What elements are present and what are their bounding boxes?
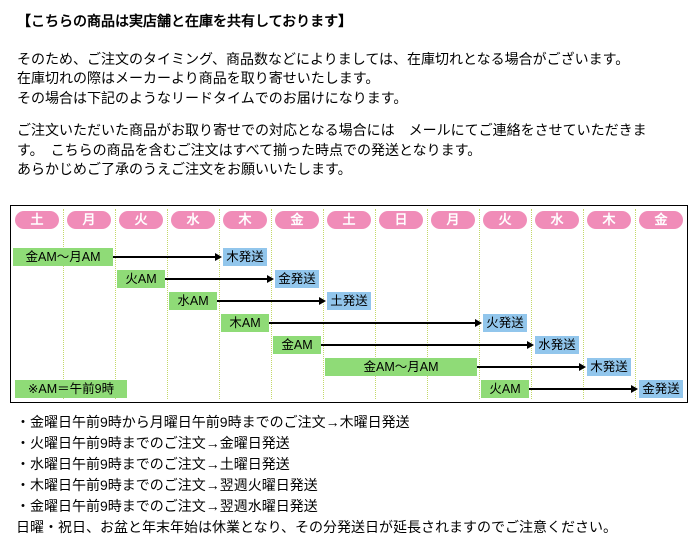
order-window-box: 金AM～月AM	[325, 358, 477, 376]
list-item: ・火曜日午前9時までのご注文→金曜日発送	[16, 435, 290, 451]
lead-time-list: ・金曜日午前9時から月曜日午前9時までのご注文→木曜日発送 ・火曜日午前9時まで…	[16, 412, 692, 538]
ship-day-box: 土発送	[327, 292, 371, 310]
day-header-pill: 金	[275, 211, 319, 229]
notice-line: そのため、ご注文のタイミング、商品数などによりましては、在庫切れとなる場合がござ…	[17, 50, 630, 67]
column-grid-line	[427, 209, 428, 399]
lead-time-arrow	[217, 297, 326, 304]
order-window-box: 水AM	[169, 292, 217, 310]
list-item: ・水曜日午前9時までのご注文→土曜日発送	[16, 456, 290, 472]
order-window-box: 火AM	[481, 380, 529, 398]
column-grid-line	[219, 209, 220, 399]
column-grid-line	[167, 209, 168, 399]
day-header-pill: 月	[67, 211, 111, 229]
ship-day-box: 木発送	[587, 358, 631, 376]
day-header-pill: 火	[483, 211, 527, 229]
lead-time-arrow	[165, 275, 274, 282]
ship-day-box: 金発送	[275, 270, 319, 288]
day-header-pill: 月	[431, 211, 475, 229]
day-header-pill: 金	[639, 211, 683, 229]
list-item: ・木曜日午前9時までのご注文→翌週火曜日発送	[16, 477, 318, 493]
order-window-box: 金AM～月AM	[13, 248, 113, 266]
column-grid-line	[115, 209, 116, 399]
lead-time-arrow	[529, 385, 638, 392]
notice-line: ご注文いただいた商品がお取り寄せでの対応となる場合には メールにてご連絡をさせて…	[17, 122, 647, 138]
column-grid-line	[635, 209, 636, 399]
day-header-pill: 木	[587, 211, 631, 229]
lead-time-arrow	[113, 253, 222, 260]
column-grid-line	[323, 209, 324, 399]
order-window-box: 火AM	[117, 270, 165, 288]
day-header-pill: 木	[223, 211, 267, 229]
notice-line: 在庫切れの際はメーカーより商品を取り寄せいたします。	[17, 70, 380, 86]
day-header-pill: 水	[171, 211, 215, 229]
notice-paragraph-1: そのため、ご注文のタイミング、商品数などによりましては、在庫切れとなる場合がござ…	[17, 50, 692, 109]
notice-line: その場合は下記のようなリードタイムでのお届けになります。	[17, 89, 408, 106]
notice-line: あらかじめご了承のうえご注文をお願いいたします。	[17, 161, 352, 177]
day-header-pill: 土	[327, 211, 371, 229]
notice-title: 【こちらの商品は実店舗と在庫を共有しております】	[17, 13, 353, 29]
notice-paragraph-2: ご注文いただいた商品がお取り寄せでの対応となる場合には メールにてご連絡をさせて…	[17, 121, 692, 180]
diagram-note: ※AM＝午前9時	[15, 380, 127, 398]
list-item: ・金曜日午前9時から月曜日午前9時までのご注文→木曜日発送	[16, 414, 410, 430]
notice-line: す。 こちらの商品を含むご注文はすべて揃った時点での発送となります。	[17, 141, 482, 158]
day-header-pill: 日	[379, 211, 423, 229]
column-grid-line	[375, 209, 376, 399]
column-grid-line	[63, 209, 64, 399]
notice-text-block: 【こちらの商品は実店舗と在庫を共有しております】 そのため、ご注文のタイミング、…	[17, 12, 692, 193]
column-grid-line	[583, 209, 584, 399]
lead-time-arrow	[477, 363, 586, 370]
column-grid-line	[271, 209, 272, 399]
closing-note: 日曜・祝日、お盆と年末年始は休業となり、その分発送日が延長されますのでご注意くだ…	[16, 519, 618, 535]
day-header-pill: 土	[15, 211, 59, 229]
order-window-box: 木AM	[221, 314, 269, 332]
column-grid-line	[479, 209, 480, 399]
ship-day-box: 水発送	[535, 336, 579, 354]
ship-day-box: 金発送	[639, 380, 683, 398]
list-item: ・金曜日午前9時までのご注文→翌週水曜日発送	[16, 498, 318, 514]
day-header-pill: 水	[535, 211, 579, 229]
lead-time-arrow	[321, 341, 534, 348]
column-grid-line	[531, 209, 532, 399]
lead-time-arrow	[269, 319, 482, 326]
ship-day-box: 木発送	[223, 248, 267, 266]
order-window-box: 金AM	[273, 336, 321, 354]
day-header-pill: 火	[119, 211, 163, 229]
ship-day-box: 火発送	[483, 314, 527, 332]
